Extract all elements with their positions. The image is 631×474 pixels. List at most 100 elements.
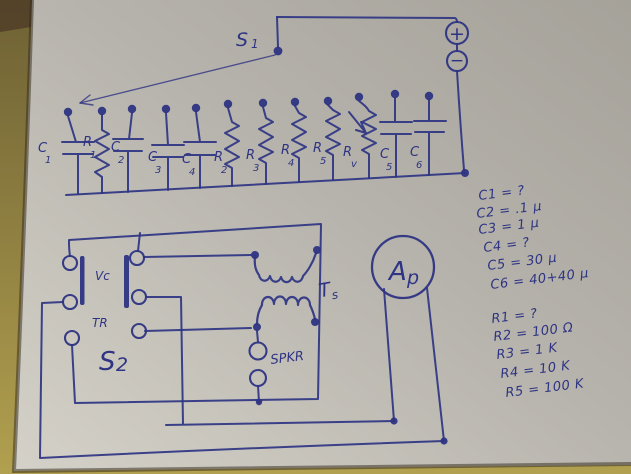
jack-plug-bar (80, 256, 85, 305)
wire-battery-down (456, 70, 465, 171)
terminal-dot (354, 92, 364, 102)
component-label: C (380, 147, 390, 162)
component-label-sub: 5 (320, 156, 326, 167)
terminal-dot (161, 104, 171, 114)
capacitor-symbol (151, 112, 185, 191)
battery: + − (444, 20, 470, 171)
meter-label: A (387, 257, 407, 287)
component-label: R (281, 143, 290, 158)
resistor-symbol (94, 114, 110, 194)
component-c4: C 4 (182, 103, 217, 189)
parts-list-line: C1 = ? (478, 183, 526, 204)
capacitor-symbol (112, 112, 144, 193)
component-label-sub: 4 (189, 167, 195, 178)
capacitor-symbol (413, 99, 447, 176)
battery-minus-sign: − (450, 51, 464, 71)
wire-vc-right-lead (137, 232, 141, 252)
terminal-dot (424, 91, 434, 101)
wiper-arrow-icon (348, 111, 367, 134)
component-label-sub: v (351, 159, 358, 170)
component-c1: C 1 (38, 107, 95, 195)
meter-ap: A p (370, 234, 448, 445)
battery-plus-sign: + (449, 23, 465, 45)
lower-tester-schematic: Vc TR S 2 T s SPKR A (39, 223, 448, 459)
wire-s2-to-speaker (144, 327, 252, 332)
terminal-dot (191, 103, 201, 113)
terminal-dot (223, 99, 233, 109)
component-label-sub: 2 (118, 155, 124, 166)
terminal-dot (258, 98, 268, 108)
terminal-dot (323, 96, 333, 106)
arrow-head-icon (79, 94, 94, 106)
resistor-symbol (258, 106, 274, 185)
speaker: SPKR (248, 341, 305, 406)
terminal-dot (390, 89, 400, 99)
meter-label-sub: p (406, 267, 419, 289)
rail-end-dot (461, 169, 469, 177)
component-label: C (148, 150, 158, 165)
wire-speaker-top-lead (256, 330, 259, 343)
wire-s2-to-meter-left (145, 296, 395, 426)
paper-sheet (11, 0, 631, 474)
capacitor-symbol (61, 115, 95, 195)
junction-dot (390, 417, 398, 425)
s1-label: S (236, 29, 248, 51)
component-label: C (182, 152, 192, 167)
terminal-dot (127, 104, 137, 114)
component-label: R (343, 145, 352, 160)
component-label: R (83, 135, 92, 150)
junction-dot (311, 318, 319, 326)
component-label-sub: 1 (90, 150, 96, 161)
component-label: R (313, 141, 322, 156)
jack-terminal (130, 322, 148, 340)
s2-label-sub: 2 (116, 354, 128, 376)
terminal-dot (290, 97, 300, 107)
capacitor-symbol (379, 97, 413, 178)
component-label-sub: 4 (288, 158, 294, 169)
resistor-symbol (291, 105, 307, 183)
ts-label-sub: s (331, 287, 340, 302)
junction-dot (440, 437, 448, 445)
junction-dot (253, 323, 261, 331)
junction-dot (251, 251, 259, 259)
component-label-sub: 2 (221, 165, 227, 176)
component-rv: R v (343, 92, 377, 179)
resistor-symbol (325, 104, 341, 181)
junction-dot (313, 246, 321, 254)
s1-wiper-arrow (79, 54, 276, 106)
wire-outer-loop (39, 287, 445, 459)
speaker-terminal (248, 368, 268, 388)
component-label-sub: 3 (253, 163, 259, 174)
component-c6: C 6 (410, 91, 447, 176)
component-r3: R 3 (246, 98, 274, 185)
component-label: C (111, 140, 121, 155)
wire-s1-stem (276, 16, 279, 48)
upper-dial-schematic: S 1 + − C 1 R 1 (38, 16, 470, 196)
s1-label-sub: 1 (251, 37, 259, 51)
jack-terminal (63, 329, 81, 347)
component-label-sub: 1 (45, 155, 51, 166)
jack-block: Vc TR S 2 (61, 249, 148, 377)
component-label: R (214, 150, 223, 165)
component-label-sub: 6 (416, 160, 422, 171)
variable-resistor-symbol (358, 100, 377, 179)
component-r2: R 2 (214, 99, 240, 187)
capacitor-symbol (183, 111, 217, 189)
wire-meter-left-lead (383, 288, 395, 422)
resistor-symbol (224, 107, 240, 187)
jack-terminal (61, 254, 79, 272)
wire-vc-left-lead (68, 240, 71, 257)
wire-box-outline (68, 223, 322, 404)
s2-label: S (99, 347, 116, 377)
vc-label: Vc (95, 269, 110, 283)
component-label: C (410, 145, 420, 160)
s1-pivot-dot (273, 46, 283, 56)
primary-coil (253, 251, 318, 284)
switch-s1-label: S 1 (236, 29, 259, 51)
component-c3: C 3 (148, 104, 185, 191)
component-label: R (246, 148, 255, 163)
paper (14, 0, 631, 471)
component-label-sub: 5 (386, 162, 392, 173)
component-label: C (38, 141, 48, 156)
